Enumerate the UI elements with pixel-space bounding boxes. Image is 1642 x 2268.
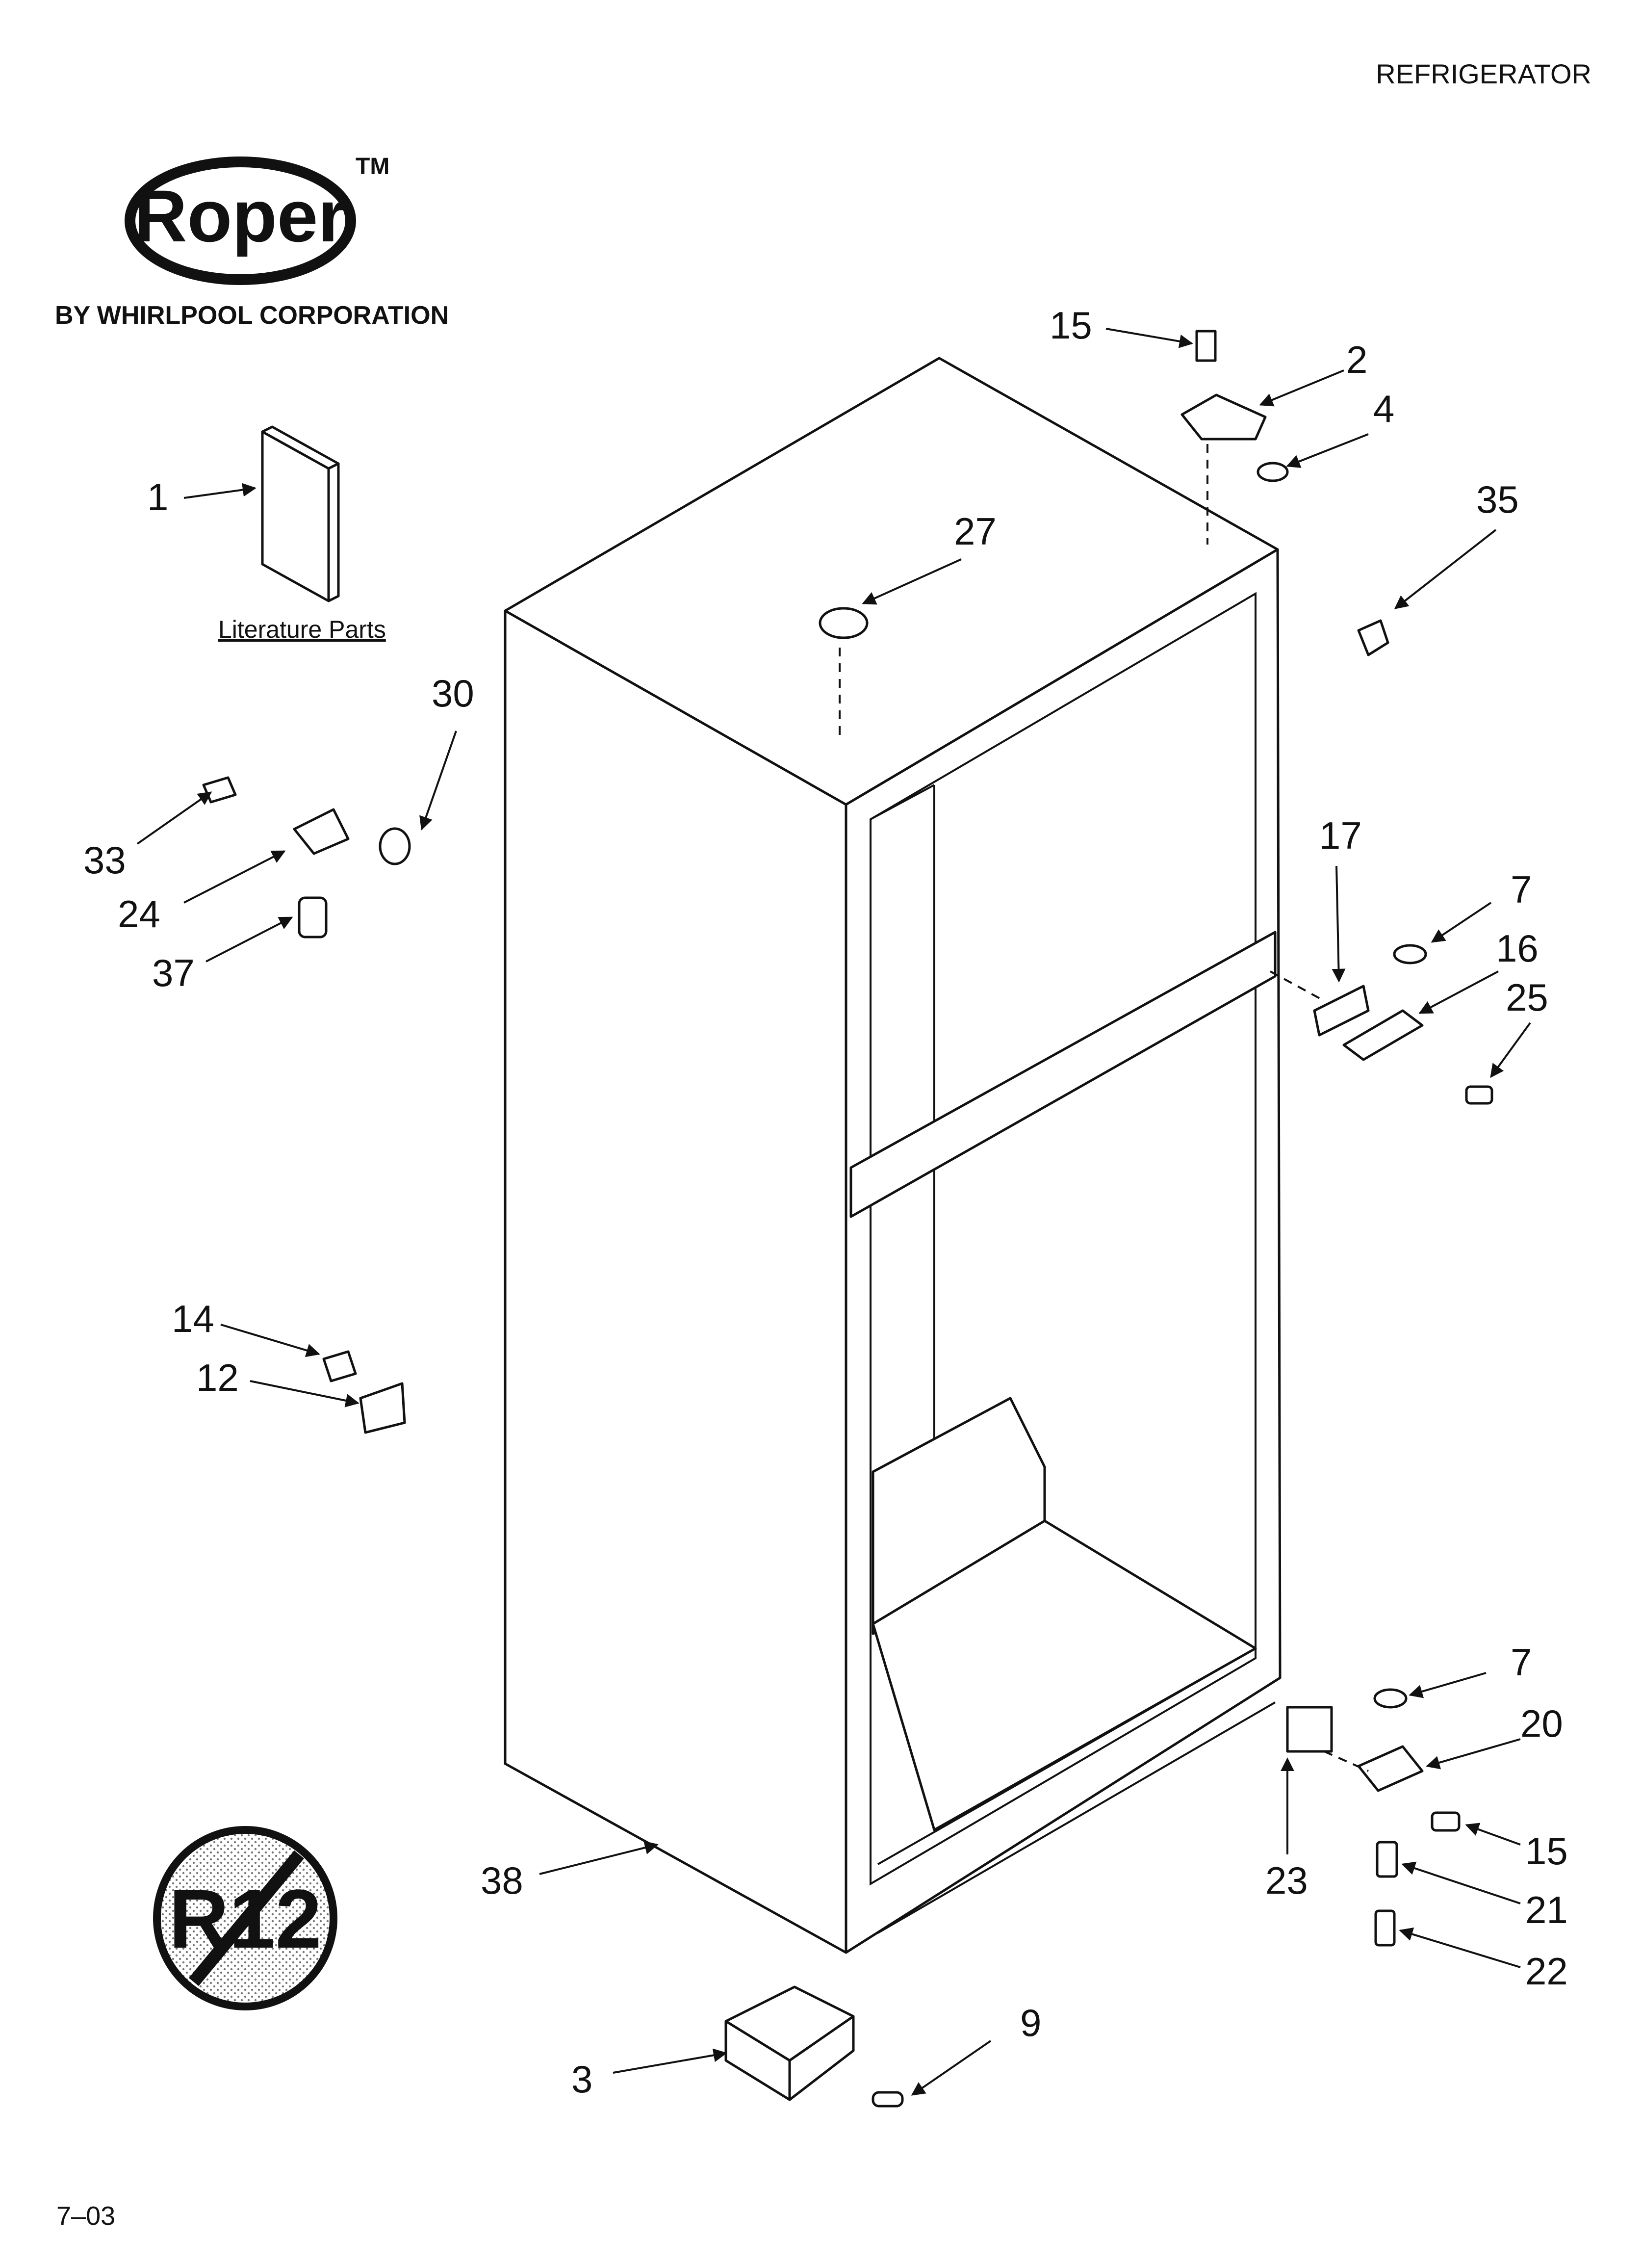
callout-35: 35 [1476,478,1519,521]
top-trim-piece [1357,619,1389,656]
page-category: REFRIGERATOR [1376,58,1591,89]
leveling-leg [724,1985,904,2108]
logo-wordmark: Roper [134,175,346,257]
roper-logo: Roper TM [125,154,389,285]
middle-hinge-parts [1270,944,1493,1105]
left-bracket-parts [322,1350,406,1434]
callout-23: 23 [1265,1859,1308,1902]
callout-22: 22 [1525,1950,1568,1993]
no-r12-badge: R12 [153,1826,337,2010]
callout-12: 12 [196,1356,239,1399]
left-hinge-parts [202,776,411,938]
callout-3: 3 [571,2058,592,2101]
refrigerator-cabinet [504,357,1282,1954]
callout-27: 27 [954,510,997,553]
callout-14: 14 [172,1297,214,1340]
callout-25: 25 [1506,976,1548,1019]
callout-16: 16 [1496,927,1539,970]
top-hinge-assembly [1180,330,1289,545]
callout-2: 2 [1346,338,1367,381]
callout-21: 21 [1525,1888,1568,1931]
callout-38: 38 [481,1859,523,1902]
callout-24: 24 [118,892,160,936]
callout-30: 30 [432,672,474,715]
callout-numbers: 1 15 2 4 35 27 30 33 24 37 17 7 16 25 14… [83,304,1568,2101]
callout-4: 4 [1373,387,1394,430]
callout-15: 15 [1050,304,1092,347]
logo-byline: BY WHIRLPOOL CORPORATION [55,301,449,330]
top-plug [819,607,869,741]
callout-33: 33 [83,838,126,882]
callout-37: 37 [152,951,195,994]
date-code: 7–03 [56,2201,115,2231]
callout-leaders [136,328,1531,2096]
callout-17: 17 [1319,814,1362,857]
callout-20: 20 [1520,1702,1563,1745]
literature-caption: Literature Parts [218,616,386,643]
callout-7-top: 7 [1511,868,1532,911]
literature-booklet [261,425,340,602]
callout-9: 9 [1020,2001,1041,2044]
logo-trademark: TM [356,154,389,180]
callout-15-bottom: 15 [1525,1829,1568,1873]
callout-7-bottom: 7 [1511,1641,1532,1684]
bottom-hinge-parts [1286,1688,1461,1947]
callout-1: 1 [147,475,168,519]
